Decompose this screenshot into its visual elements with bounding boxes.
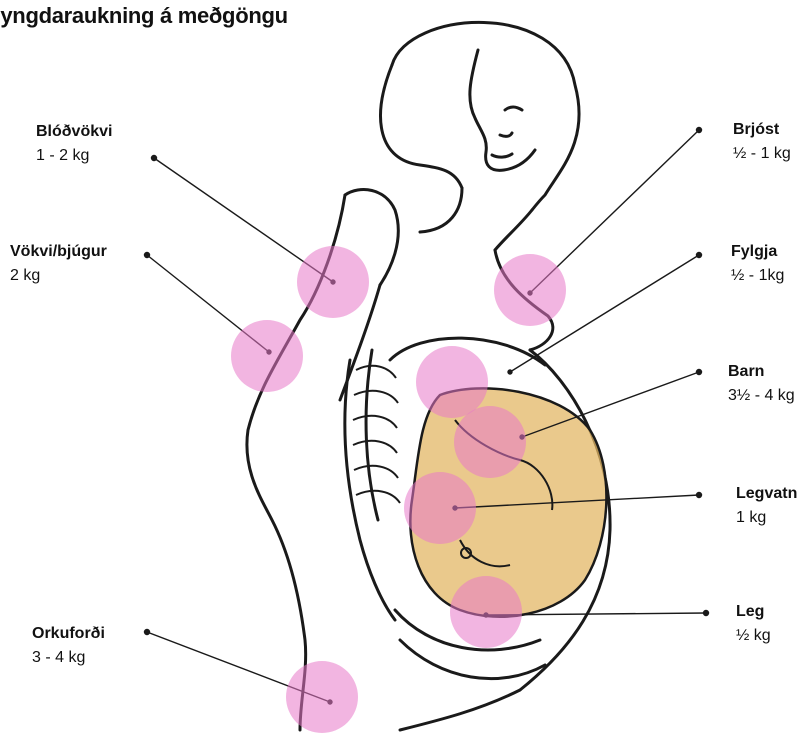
label-weight: 1 - 2 kg — [36, 144, 112, 168]
label-blodvokvi: Blóðvökvi 1 - 2 kg — [36, 120, 112, 168]
marker-orkufordi — [286, 661, 358, 733]
label-name: Fylgja — [731, 240, 784, 264]
label-leg: Leg ½ kg — [736, 600, 771, 648]
label-barn: Barn 3½ - 4 kg — [728, 360, 795, 408]
label-weight: 3½ - 4 kg — [728, 384, 795, 408]
label-name: Brjóst — [733, 118, 791, 142]
marker-barn — [454, 406, 526, 478]
label-name: Leg — [736, 600, 771, 624]
marker-blodvokvi — [297, 246, 369, 318]
label-name: Legvatn — [736, 482, 797, 506]
label-weight: 2 kg — [10, 264, 107, 288]
marker-leg — [450, 576, 522, 648]
label-weight: ½ - 1 kg — [733, 142, 791, 166]
label-name: Barn — [728, 360, 795, 384]
marker-legvatn — [404, 472, 476, 544]
label-name: Orkuforði — [32, 622, 105, 646]
label-legvatn: Legvatn 1 kg — [736, 482, 797, 530]
ribcage — [353, 366, 400, 503]
label-name: Vökvi/bjúgur — [10, 240, 107, 264]
marker-vokvi — [231, 320, 303, 392]
label-orkufordi: Orkuforði 3 - 4 kg — [32, 622, 105, 670]
marker-brjost — [494, 254, 566, 326]
label-weight: ½ kg — [736, 624, 771, 648]
label-brjost: Brjóst ½ - 1 kg — [733, 118, 791, 166]
label-fylgja: Fylgja ½ - 1kg — [731, 240, 784, 288]
marker-fylgja — [416, 346, 488, 418]
label-weight: ½ - 1kg — [731, 264, 784, 288]
label-weight: 1 kg — [736, 506, 797, 530]
label-name: Blóðvökvi — [36, 120, 112, 144]
label-vokvi: Vökvi/bjúgur 2 kg — [10, 240, 107, 288]
label-weight: 3 - 4 kg — [32, 646, 105, 670]
